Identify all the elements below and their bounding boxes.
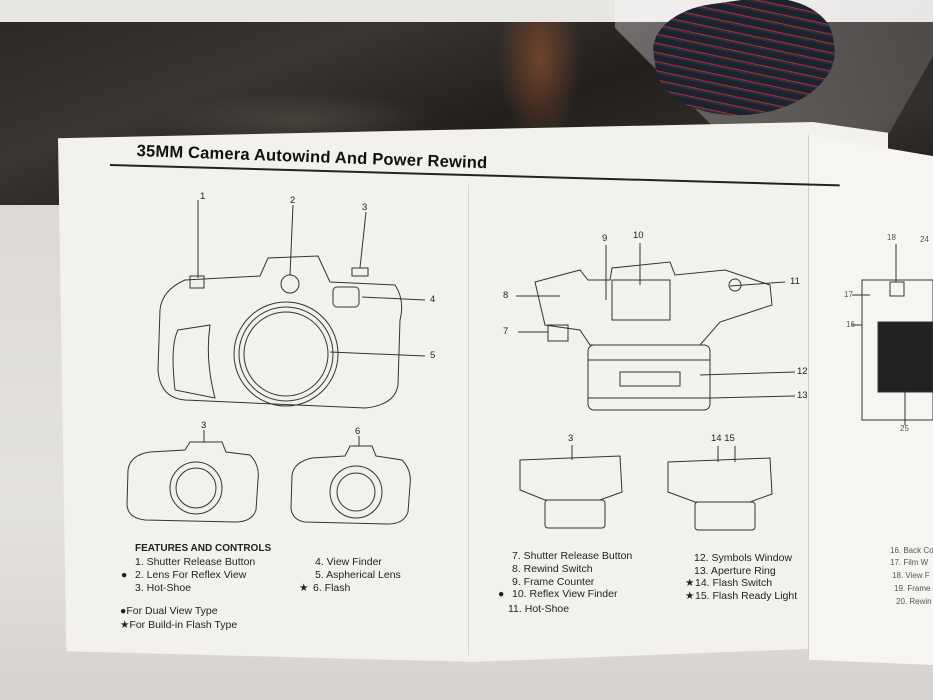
legend-flash: For Build-in Flash Type [129,619,238,631]
legend-dot-row: ●For Dual View Type [120,605,218,617]
main-camera-grip [172,324,216,399]
label-1: 1 [200,191,206,202]
right-item-15: 15. Flash Ready Light [695,590,798,602]
label-17: 17 [844,290,853,299]
small-top-camera-a [519,455,623,501]
label-6: 6 [355,426,361,437]
viewfinder-window [332,286,360,308]
left-item-6-row: ★ 6. Flash [299,582,350,594]
dot-marker-10: ● [498,588,505,600]
left-item-2-row: ● 2. Lens For Reflex View [121,569,246,581]
star-marker-15: ★ [685,590,695,602]
partial-item-17: 17. Film W [890,558,929,567]
label-8: 8 [503,290,509,301]
label-25: 25 [900,424,909,433]
legend-dot: ● [120,605,127,617]
main-lens-ring [238,306,334,402]
label-16: 16 [846,320,855,329]
label-24: 24 [920,235,929,244]
main-camera-body [157,255,403,409]
partial-item-18: 18. View F [892,571,930,580]
left-item-3: 3. Hot-Shoe [135,582,192,594]
right-item-14: 14. Flash Switch [695,577,773,589]
left-item-4: 4. View Finder [315,556,382,568]
reflex-viewfinder [611,279,671,321]
left-item-3-row: 3. Hot-Shoe [121,582,191,594]
left-item-5: 5. Aspherical Lens [315,569,401,581]
label-4: 4 [430,294,436,305]
top-view-camera-body [534,261,773,346]
label-3b: 3 [201,420,207,431]
left-item-1-row: 1. Shutter Release Button [121,556,255,568]
left-item-1: 1. Shutter Release Button [135,556,256,568]
dot-marker: ● [121,569,128,581]
instruction-leaflet [58,122,888,662]
label-11: 11 [790,276,800,287]
label-18: 18 [887,233,896,242]
main-lens-inner [243,311,329,397]
small-camera-b-body [290,445,411,525]
back-view-camera [861,279,933,421]
hot-shoe [351,267,369,277]
shutter-button [189,275,205,289]
label-3: 3 [362,202,368,213]
right-item-13: 13. Aperture Ring [694,565,776,577]
label-9: 9 [602,233,608,244]
right-item-12: 12. Symbols Window [694,552,793,564]
legend-star: ★ [120,619,130,631]
star-marker-14: ★ [685,577,695,589]
right-item-14-row: ★14. Flash Switch [685,577,772,589]
reflex-lens [280,274,300,294]
label-3c: 3 [568,433,574,444]
mid-item-10-row: ● 10. Reflex View Finder [498,588,617,600]
mid-item-9: 9. Frame Counter [512,576,595,588]
mid-item-10: 10. Reflex View Finder [512,588,618,600]
small-camera-a-body [126,441,259,523]
label-5: 5 [430,350,436,361]
label-13: 13 [797,390,808,401]
label-10: 10 [633,230,644,241]
mid-item-8: 8. Rewind Switch [512,563,593,575]
label-2: 2 [290,195,296,206]
partial-item-19: 19. Frame [894,584,931,593]
leaflet-fold [468,185,469,655]
partial-item-20: 20. Rewin [896,597,932,606]
features-heading: FEATURES AND CONTROLS [135,543,272,554]
label-7: 7 [503,326,509,337]
leaflet-third-panel [808,135,933,665]
legend-star-row: ★For Build-in Flash Type [120,619,237,631]
right-item-15-row: ★15. Flash Ready Light [685,590,797,602]
mid-item-7: 7. Shutter Release Button [512,550,633,562]
star-marker: ★ [299,582,309,594]
label-14-15: 14 15 [711,433,735,444]
main-lens-outer [233,301,339,407]
label-12: 12 [797,366,808,377]
legend-dual-view: For Dual View Type [126,605,218,617]
left-item-2: 2. Lens For Reflex View [135,569,247,581]
left-item-6: 6. Flash [313,582,351,594]
mid-item-11: 11. Hot-Shoe [508,603,570,615]
small-top-camera-b [667,457,773,503]
top-view-lens [587,344,711,411]
partial-item-16: 16. Back Co [890,546,933,555]
